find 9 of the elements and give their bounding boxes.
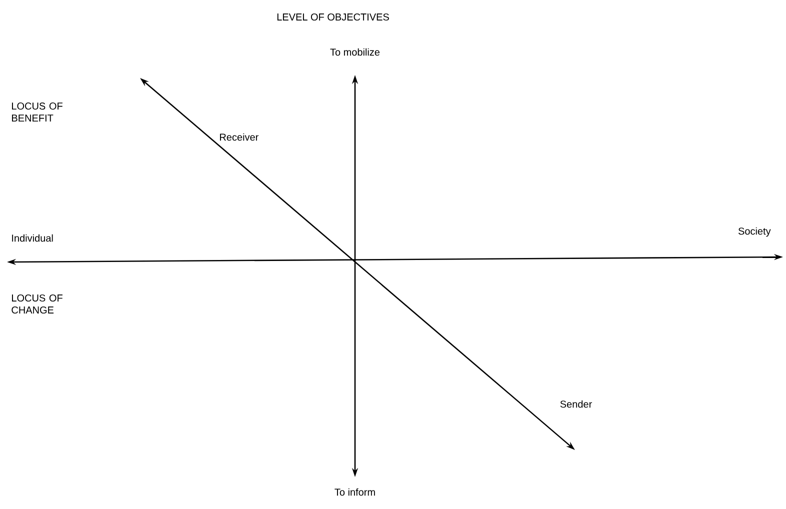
- axis-label: Society: [738, 227, 771, 237]
- axis-label: LOCUS OF CHANGE: [12, 294, 62, 314]
- axis-title: LEVEL OF OBJECTIVES: [277, 13, 389, 21]
- axis-label: To inform: [334, 488, 375, 496]
- axis-label: Individual: [12, 234, 53, 242]
- axis-label: To mobilize: [330, 48, 380, 56]
- axis-label: LOCUS OF BENEFIT: [12, 102, 62, 122]
- axis-label: Receiver: [220, 133, 258, 141]
- axis-label: Sender: [560, 400, 592, 408]
